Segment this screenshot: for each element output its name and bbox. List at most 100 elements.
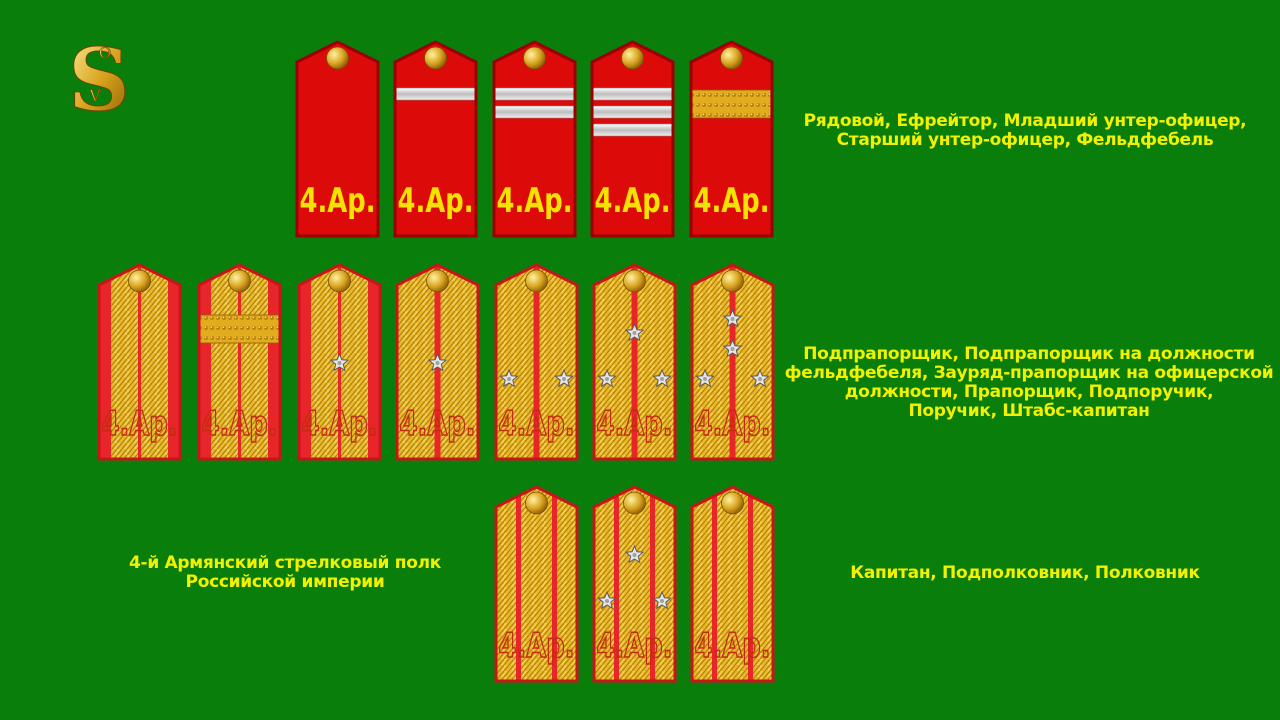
strap-piping [393,40,478,238]
star-center [605,377,609,381]
shoulder-strap-podpraporshchik: 4.Ар. [97,263,182,461]
regiment-cipher: 4.Ар. [300,181,376,221]
logo-letter-top: O [99,44,111,62]
star-center [337,361,342,365]
button-icon [623,269,646,293]
caption-row3-line: Капитан, Подполковник, Полковник [850,563,1200,583]
regiment-cipher: 4.Ар. [597,404,673,444]
star-center [605,599,609,603]
button-icon [623,491,646,515]
shoulder-strap-polkovnik: 4.Ар. [690,485,775,683]
regiment-cipher: 4.Ар. [400,404,476,444]
star-center [562,377,566,381]
strap-piping [297,263,382,461]
lumen [614,487,619,681]
shoulder-strap-poruchik: 4.Ар. [592,263,677,461]
strap-piping [592,263,677,461]
shoulder-strap-zauryad-praporshchik: 4.Ар. [297,263,382,461]
strap-field [691,42,772,236]
regiment-cipher: 4.Ар. [499,626,575,666]
regiment-title-line: Российской империи [185,572,385,592]
caption-row3: Капитан, Подполковник, Полковник [800,564,1250,583]
regiment-cipher: 4.Ар. [695,626,771,666]
lumen [552,487,557,681]
regiment-cipher: 4.Ар. [302,404,378,444]
caption-row2-line: должности, Прапорщик, Подпоручик, [844,382,1214,402]
strap-piping [395,263,480,461]
star-center [758,377,762,381]
strap-field [496,487,577,681]
strap-field [692,487,773,681]
strap-field [395,42,476,236]
regiment-cipher: 4.Ар. [102,404,178,444]
button-icon [523,46,546,70]
lumen [631,265,638,459]
button-icon [720,46,743,70]
strap-piping [97,263,182,461]
lumen [712,487,717,681]
button-icon [328,269,351,293]
star-center [660,377,664,381]
shoulder-strap-shtabs-kapitan: 4.Ар. [690,263,775,461]
star-center [660,599,664,603]
button-icon [326,46,349,70]
strap-piping [689,40,774,238]
regiment-cipher: 4.Ар. [597,626,673,666]
shoulder-strap-st-unter-ofitser: 4.Ар. [590,40,675,238]
strap-piping [690,263,775,461]
shoulder-strap-podpolkovnik: 4.Ар. [592,485,677,683]
strap-piping [494,485,579,683]
star-center [632,331,637,335]
star-center [507,377,511,381]
shoulder-strap-kapitan: 4.Ар. [494,485,579,683]
strap-piping [295,40,380,238]
strap-piping [492,40,577,238]
shoulder-strap-ml-unter-ofitser: 4.Ар. [492,40,577,238]
strap-field [494,42,575,236]
star-center [730,317,735,321]
button-icon [721,269,744,293]
regiment-cipher: 4.Ар. [499,404,575,444]
regiment-cipher: 4.Ар. [202,404,278,444]
regiment-title: 4-й Армянский стрелковый полк Российской… [90,554,480,592]
lumen [650,487,655,681]
lumen [729,265,736,459]
strap-piping [690,485,775,683]
lumen [533,265,540,459]
star-center [435,361,440,365]
regiment-cipher: 4.Ар. [695,404,771,444]
silver-stripe [592,123,673,137]
silver-stripe [494,87,575,101]
button-icon [424,46,447,70]
logo: S O V [64,30,134,132]
caption-row2-line: фельдфебеля, Зауряд-прапорщик на офицерс… [784,363,1274,383]
strap-piping [590,40,675,238]
silver-stripe [592,87,673,101]
gold-stripe [691,89,772,119]
regiment-cipher: 4.Ар. [694,181,770,221]
gold-stripe [199,314,280,344]
regiment-cipher: 4.Ар. [595,181,671,221]
shoulder-strap-praporshchik: 4.Ар. [395,263,480,461]
regiment-cipher: 4.Ар. [497,181,573,221]
button-icon [525,491,548,515]
star-center [730,347,735,351]
caption-row2-line: Подпрапорщик, Подпрапорщик на должности [803,344,1255,364]
strap-piping [592,485,677,683]
shoulder-strap-feldfebel: 4.Ар. [689,40,774,238]
strap-field [592,42,673,236]
shoulder-strap-podpraporshchik-feldfebel: 4.Ар. [197,263,282,461]
lumen [748,487,753,681]
button-icon [621,46,644,70]
center-stripe [138,265,141,459]
logo-letter-bottom: V [89,87,102,105]
caption-row1-line: Старший унтер-офицер, Фельдфебель [836,130,1214,150]
regiment-cipher: 4.Ар. [398,181,474,221]
button-icon [426,269,449,293]
caption-row1: Рядовой, Ефрейтор, Младший унтер-офицер,… [790,112,1260,150]
caption-row2: Подпрапорщик, Подпрапорщик на должности … [782,345,1276,421]
button-icon [128,269,151,293]
strap-piping [197,263,282,461]
silver-stripe [395,87,476,101]
logo-monogram: S [68,36,130,116]
